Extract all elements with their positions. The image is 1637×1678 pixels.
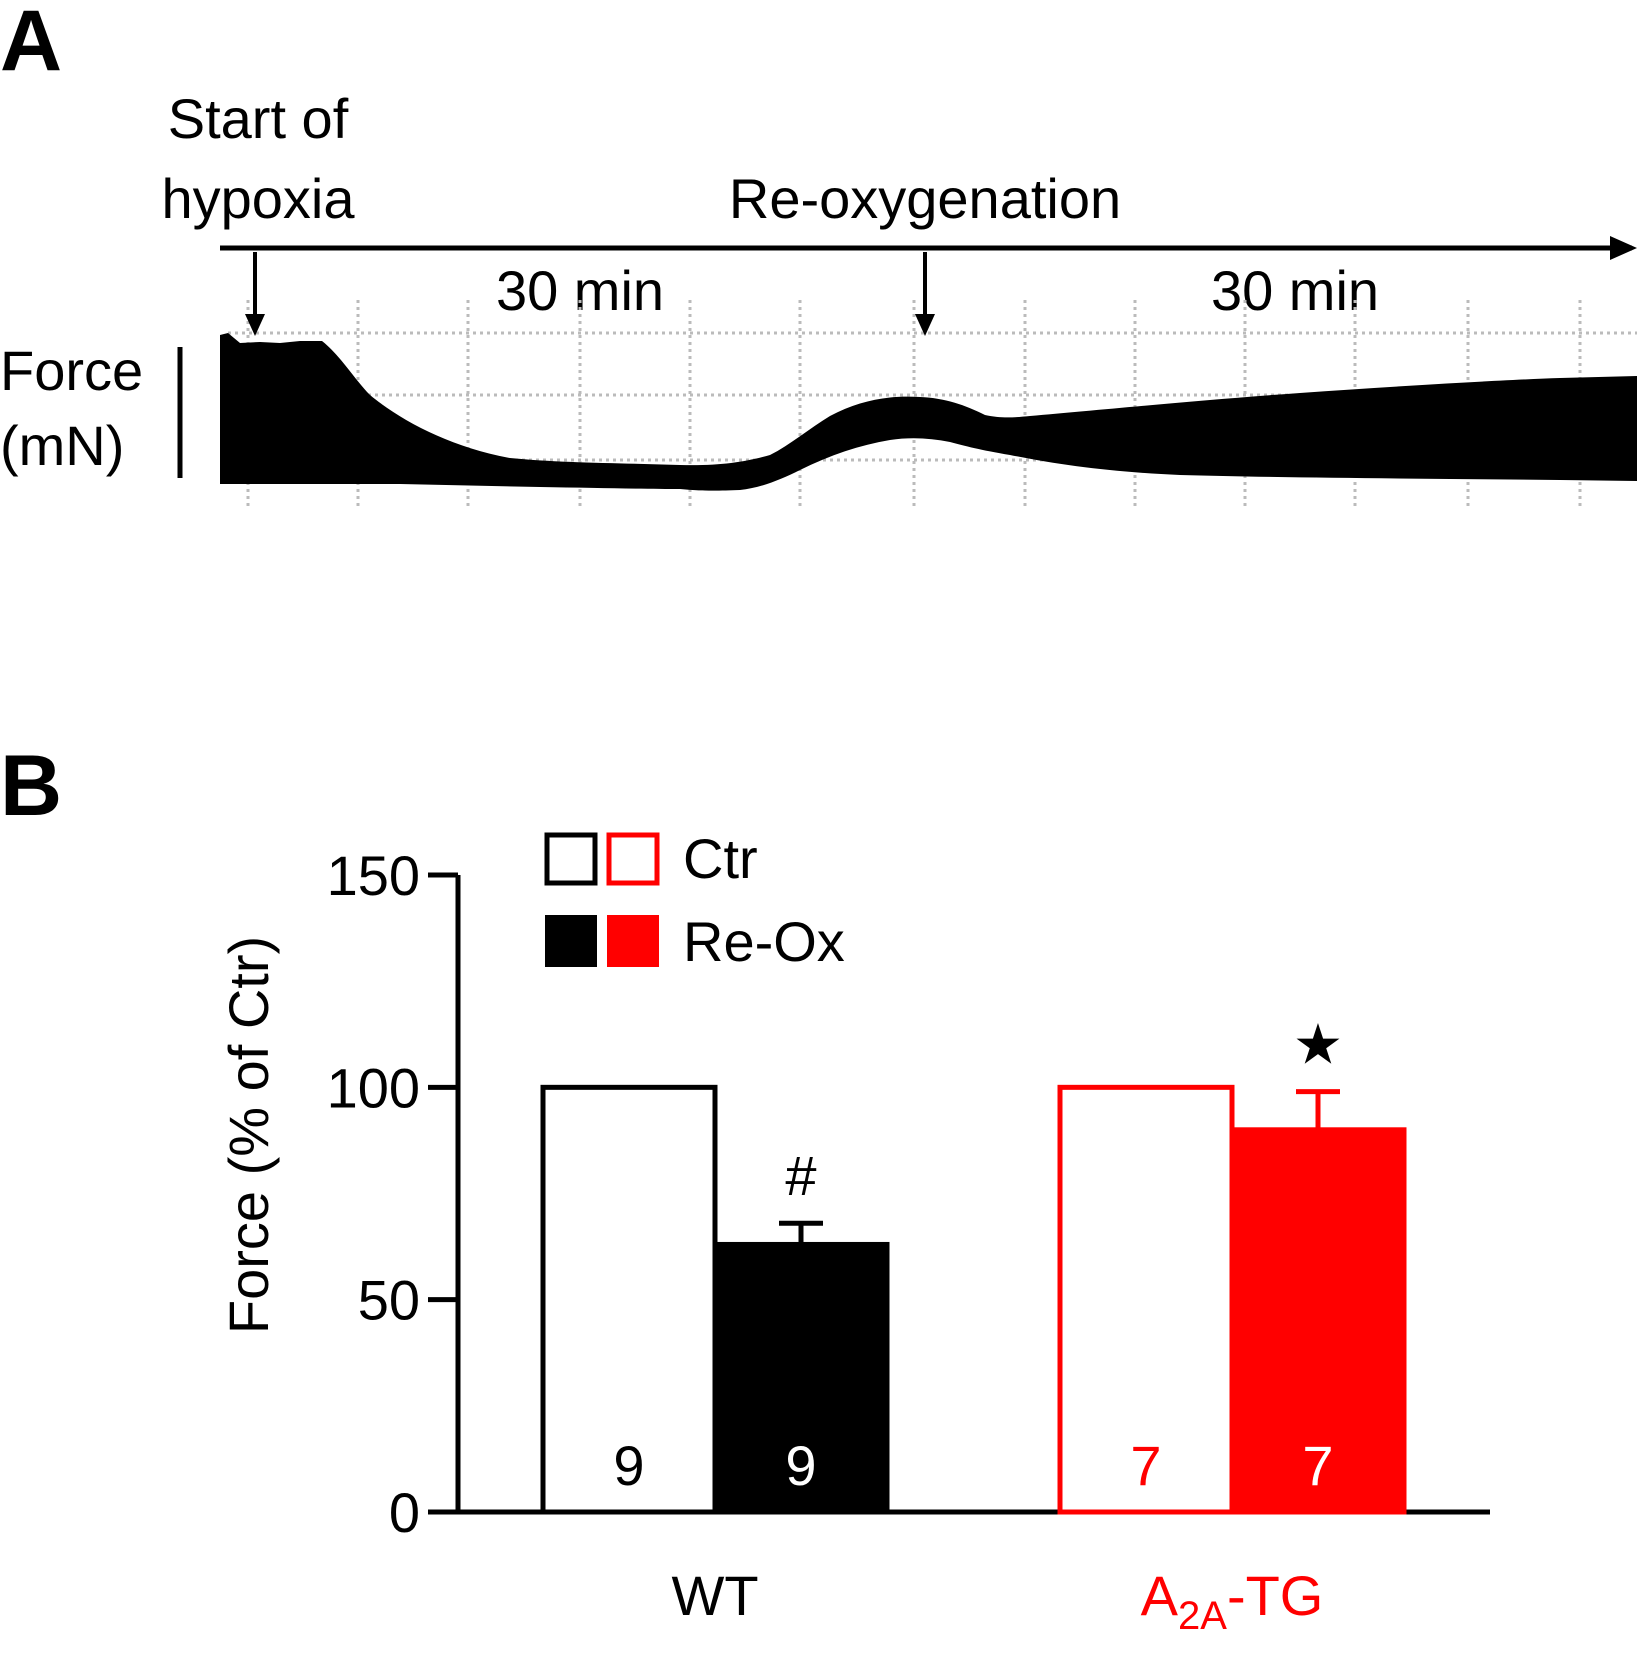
significance-mark-1: ★ [1293,1013,1343,1076]
y-tick-label-50: 50 [358,1269,420,1332]
force-ylabel-line2: (mN) [0,414,124,477]
y-tick-label-0: 0 [389,1481,420,1544]
bar-wt-reox [712,1241,890,1515]
bar-wt-ctr [540,1084,718,1515]
bar-tg-ctr [1057,1084,1235,1515]
legend-ctr-wt-swatch [544,832,598,886]
start-hypoxia-label-line2: hypoxia [161,167,355,230]
reoxygenation-arrowhead [915,314,935,336]
significance-mark-0: # [785,1144,816,1207]
n-label-0-0: 9 [613,1434,644,1497]
legend-reox-tg-swatch [607,915,659,967]
n-label-0-1: 9 [785,1434,816,1497]
legend-ctr-label: Ctr [683,827,758,890]
legend-reox-label: Re-Ox [683,910,845,973]
panel-a-label: A [0,0,62,89]
panel-b: B Ctr Re-Ox Force (% of Ctr) 0 50 100 150 9 9… [0,738,1490,1638]
panel-a: A Start of hypoxia Re-oxygenation 30 min… [0,0,1637,510]
n-label-1-0: 7 [1130,1434,1161,1497]
reoxygenation-label: Re-oxygenation [729,167,1121,230]
time-axis-arrowhead [1610,236,1637,260]
bar-y-axis-label: Force (% of Ctr) [217,936,280,1334]
y-tick-label-100: 100 [327,1056,420,1119]
legend-ctr-tg-swatch [606,832,660,886]
category-label-0: WT [671,1564,758,1627]
n-label-1-1: 7 [1302,1434,1333,1497]
legend-reox-wt-swatch [545,915,597,967]
y-tick-label-150: 150 [327,844,420,907]
start-hypoxia-arrowhead [245,314,265,336]
interval-2-label: 30 min [1211,259,1379,322]
bar-tg-reox [1229,1127,1407,1515]
force-trace [220,333,1637,491]
category-label-1: A2A-TG [1141,1564,1324,1638]
force-ylabel-line1: Force [0,339,143,402]
panel-b-label: B [0,738,62,834]
start-hypoxia-label-line1: Start of [168,87,349,150]
interval-1-label: 30 min [496,259,664,322]
